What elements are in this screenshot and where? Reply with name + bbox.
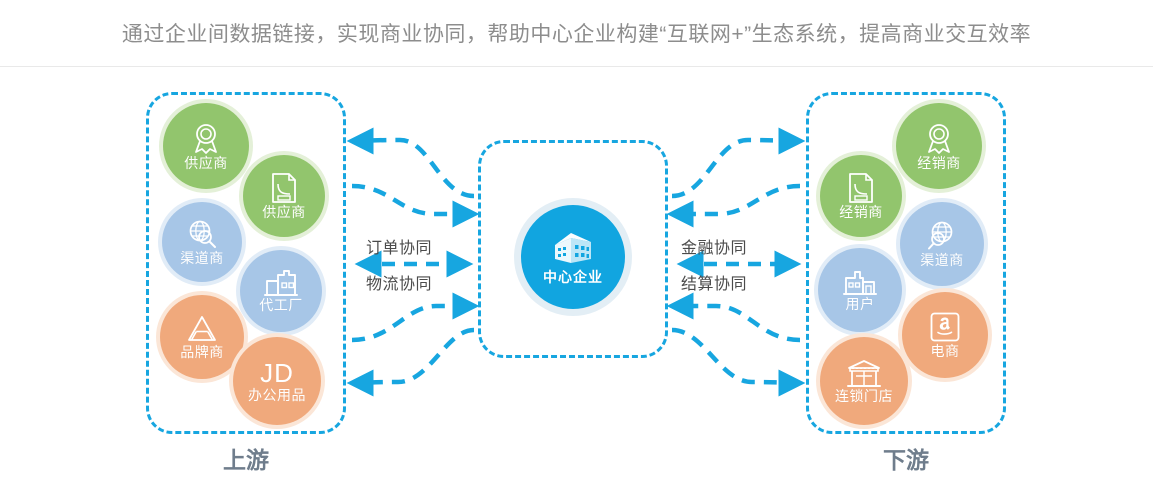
medal-icon [922,121,956,155]
node-upstream-0[interactable]: 供应商 [163,103,249,189]
node-downstream-1[interactable]: 经销商 [820,155,902,237]
node-upstream-2[interactable]: 渠道商 [162,202,242,282]
shopfront-icon [846,358,882,388]
node-label: 经销商 [917,155,961,172]
downstream-caption: 下游 [883,447,929,473]
globe-search-icon [186,218,218,250]
node-upstream-4[interactable]: 品牌商 [160,295,244,379]
node-downstream-4[interactable]: 电商 [902,292,988,378]
node-label: 用户 [845,296,875,313]
jd-logo-icon: JD [260,357,294,388]
node-center-hub[interactable]: 中心企业 [521,205,625,309]
medal-icon [189,121,223,155]
flow-label-settlement: 结算协同 [681,276,748,293]
center-group-box [478,140,668,358]
title-divider [0,66,1153,67]
node-upstream-1[interactable]: 供应商 [243,155,325,237]
node-label: 品牌商 [180,344,224,361]
node-label: 经销商 [839,204,883,221]
store-building-icon [843,268,877,296]
connector-downstream-bottom-return [666,292,801,343]
document-icon [269,172,299,204]
factory-icon [264,269,298,297]
node-label: 渠道商 [920,252,964,269]
node-downstream-5[interactable]: 连锁门店 [820,337,908,425]
drive-triangle-icon [186,314,218,344]
connector-upstream-top [346,127,475,199]
flow-label-finance: 金融协同 [681,240,748,257]
connector-downstream-top [671,127,806,199]
connector-downstream-top-return [666,183,801,228]
upstream-group-box [146,92,346,434]
node-upstream-5[interactable]: JD 办公用品 [233,337,321,425]
node-downstream-3[interactable]: 用户 [818,248,902,332]
node-label: 供应商 [184,155,228,172]
flow-label-order: 订单协同 [366,240,433,257]
node-downstream-0[interactable]: 经销商 [896,103,982,189]
page-title: 通过企业间数据链接，实现商业协同，帮助中心企业构建“互联网+”生态系统，提高商业… [121,23,1032,46]
document-icon [846,172,876,204]
connector-upstream-bottom-return [351,292,480,343]
node-upstream-3[interactable]: 代工厂 [240,250,322,332]
node-label: 办公用品 [248,386,306,403]
node-label: 电商 [930,343,960,360]
node-label: 连锁门店 [835,388,893,405]
downstream-group-box [806,92,1006,434]
connector-downstream-bottom [671,327,806,397]
node-label: 供应商 [262,204,306,221]
building-icon [551,229,595,269]
flow-label-logistics: 物流协同 [366,276,433,293]
node-label: 代工厂 [259,297,303,314]
node-downstream-2[interactable]: 渠道商 [900,202,984,286]
node-label: 渠道商 [180,250,224,267]
amazon-logo-icon [929,311,961,343]
globe-search-icon [926,220,958,252]
upstream-caption: 上游 [223,447,269,473]
connector-upstream-bottom [346,327,475,397]
connector-upstream-top-return [351,183,480,228]
node-label: 中心企业 [543,269,603,286]
